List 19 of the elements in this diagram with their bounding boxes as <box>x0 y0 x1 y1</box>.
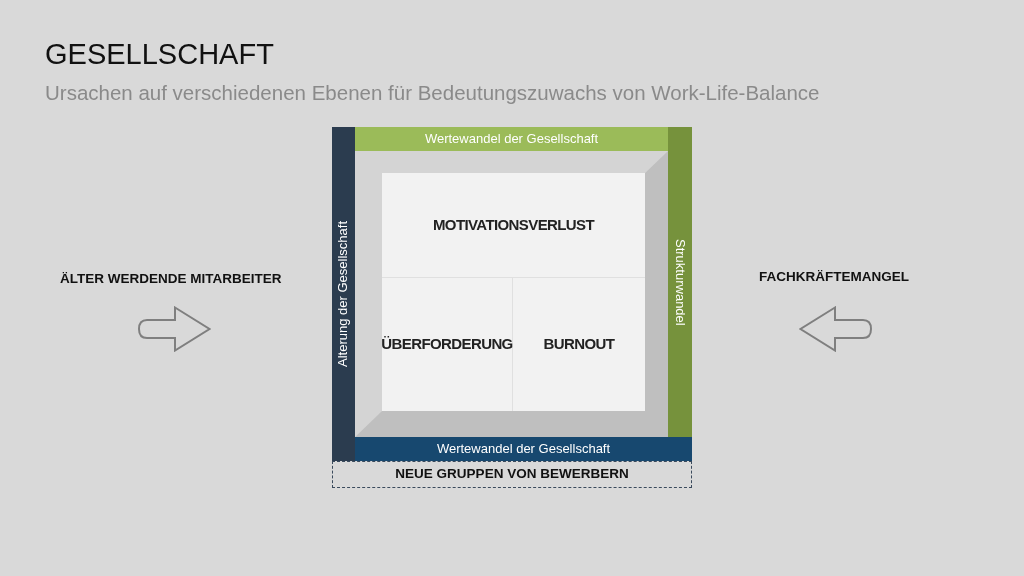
band-label: Alterung der Gesellschaft <box>336 221 351 367</box>
text-panel <box>382 278 513 411</box>
left-band <box>332 127 355 461</box>
band-label: Wertewandel der Gesellschaft <box>436 441 611 457</box>
band-label: Strukturwandel <box>672 238 688 326</box>
panel-title: MOTIVATIONSVERLUST <box>432 216 595 234</box>
group-label: NEUE GRUPPEN VON BEWERBERN <box>395 467 629 482</box>
dashed-box <box>332 461 692 488</box>
side-label: ÄLTER WERDENDE MITARBEITER <box>60 271 282 287</box>
band-label: Wertewandel der Gesellschaft <box>424 131 599 147</box>
top-band <box>355 127 668 151</box>
panel-title: BURNOUT <box>543 336 615 353</box>
right-band <box>668 127 692 437</box>
panel-title: ÜBERFORDERUNG <box>381 336 513 353</box>
side-label: FACHKRÄFTEMANGEL <box>759 269 909 285</box>
slide-subtitle: Ursachen auf verschiedenen Ebenen für Bedeutungszuwachs von Work-Life-Balance <box>45 81 820 105</box>
bottom-band <box>355 437 692 461</box>
inner-panel <box>382 173 645 411</box>
slide-title: GESELLSCHAFT <box>45 39 274 71</box>
